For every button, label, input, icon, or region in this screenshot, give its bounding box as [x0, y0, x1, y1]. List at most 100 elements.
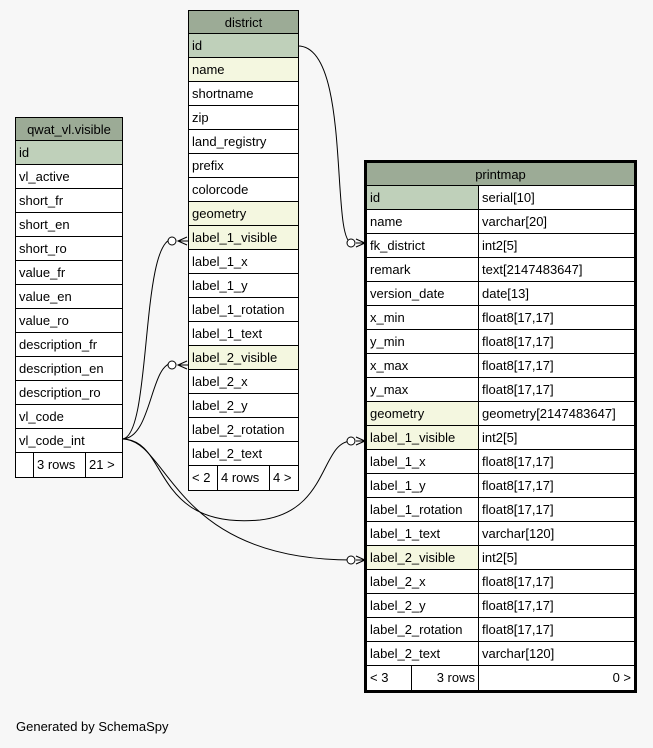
- column-row[interactable]: short_en: [16, 213, 122, 237]
- footer-row-count: 4 rows: [218, 466, 270, 490]
- column-type: float8[17,17]: [479, 378, 634, 401]
- column-name: y_max: [367, 378, 479, 401]
- edge-end-circle: [346, 555, 356, 565]
- column-row[interactable]: vl_active: [16, 165, 122, 189]
- column-row[interactable]: colorcode: [189, 178, 298, 202]
- footer-parents: [16, 453, 34, 477]
- table-footer: < 3 3 rows 0 >: [367, 666, 634, 690]
- column-name: label_2_x: [192, 374, 248, 389]
- column-name: label_2_visible: [367, 546, 479, 569]
- table-title: district: [189, 11, 298, 34]
- table-district[interactable]: district id name shortname zip land_registry…: [188, 10, 299, 491]
- table-footer: < 2 4 rows 4 >: [189, 466, 298, 490]
- column-row[interactable]: name: [189, 58, 298, 82]
- column-row[interactable]: short_ro: [16, 237, 122, 261]
- column-name: colorcode: [192, 182, 249, 197]
- column-row[interactable]: vl_code_int: [16, 429, 122, 453]
- column-type: float8[17,17]: [479, 618, 634, 641]
- column-name: name: [192, 62, 225, 77]
- column-row[interactable]: description_en: [16, 357, 122, 381]
- column-row[interactable]: shortname: [189, 82, 298, 106]
- edge-end-circle: [167, 360, 177, 370]
- column-type: float8[17,17]: [479, 330, 634, 353]
- column-row[interactable]: prefix: [189, 154, 298, 178]
- column-row[interactable]: label_2_visible: [189, 346, 298, 370]
- column-type: float8[17,17]: [479, 594, 634, 617]
- column-row[interactable]: geometry: [189, 202, 298, 226]
- column-type: float8[17,17]: [479, 354, 634, 377]
- column-type: float8[17,17]: [479, 306, 634, 329]
- column-row[interactable]: id: [189, 34, 298, 58]
- column-row[interactable]: value_ro: [16, 309, 122, 333]
- column-row[interactable]: label_2_y: [189, 394, 298, 418]
- column-type: int2[5]: [479, 546, 634, 569]
- column-name: description_fr: [19, 337, 98, 352]
- column-row[interactable]: value_en: [16, 285, 122, 309]
- column-row[interactable]: short_fr: [16, 189, 122, 213]
- edge-end-circle: [167, 236, 177, 246]
- column-name: id: [367, 186, 479, 209]
- column-name: x_max: [367, 354, 479, 377]
- column-name: shortname: [192, 86, 254, 101]
- column-row[interactable]: description_fr: [16, 333, 122, 357]
- column-row[interactable]: label_1_text: [189, 322, 298, 346]
- column-row[interactable]: id: [16, 141, 122, 165]
- column-name: zip: [192, 110, 209, 125]
- footer-children: 4 >: [273, 470, 292, 485]
- column-name: value_ro: [19, 313, 69, 328]
- column-name: value_en: [19, 289, 72, 304]
- column-row[interactable]: value_fr: [16, 261, 122, 285]
- column-type: float8[17,17]: [479, 474, 634, 497]
- column-name: label_2_rotation: [367, 618, 479, 641]
- column-type: text[2147483647]: [479, 258, 634, 281]
- column-name: label_1_text: [192, 326, 263, 341]
- column-name: vl_code_int: [19, 433, 85, 448]
- column-row[interactable]: label_2_rotation: [189, 418, 298, 442]
- column-row[interactable]: land_registry: [189, 130, 298, 154]
- column-name: id: [192, 38, 203, 53]
- column-row[interactable]: label_1_visible: [189, 226, 298, 250]
- column-row[interactable]: vl_code: [16, 405, 122, 429]
- column-row[interactable]: zip: [189, 106, 298, 130]
- column-row[interactable]: description_ro: [16, 381, 122, 405]
- table-footer: 3 rows 21 >: [16, 453, 122, 477]
- column-row[interactable]: label_1_x: [189, 250, 298, 274]
- column-row[interactable]: label_2_x: [189, 370, 298, 394]
- column-name: label_2_text: [367, 642, 479, 665]
- column-name: name: [367, 210, 479, 233]
- column-name: short_en: [19, 217, 70, 232]
- table-title: printmap: [367, 163, 634, 186]
- edge-end-circle: [346, 436, 356, 446]
- footer-children: 21 >: [89, 457, 115, 472]
- column-row[interactable]: label_1_rotation: [189, 298, 298, 322]
- column-row[interactable]: label_1_y: [189, 274, 298, 298]
- table-title: qwat_vl.visible: [16, 118, 122, 141]
- column-row[interactable]: label_2_text: [189, 442, 298, 466]
- column-name: short_fr: [19, 193, 64, 208]
- column-type: float8[17,17]: [479, 498, 634, 521]
- column-type: serial[10]: [479, 186, 634, 209]
